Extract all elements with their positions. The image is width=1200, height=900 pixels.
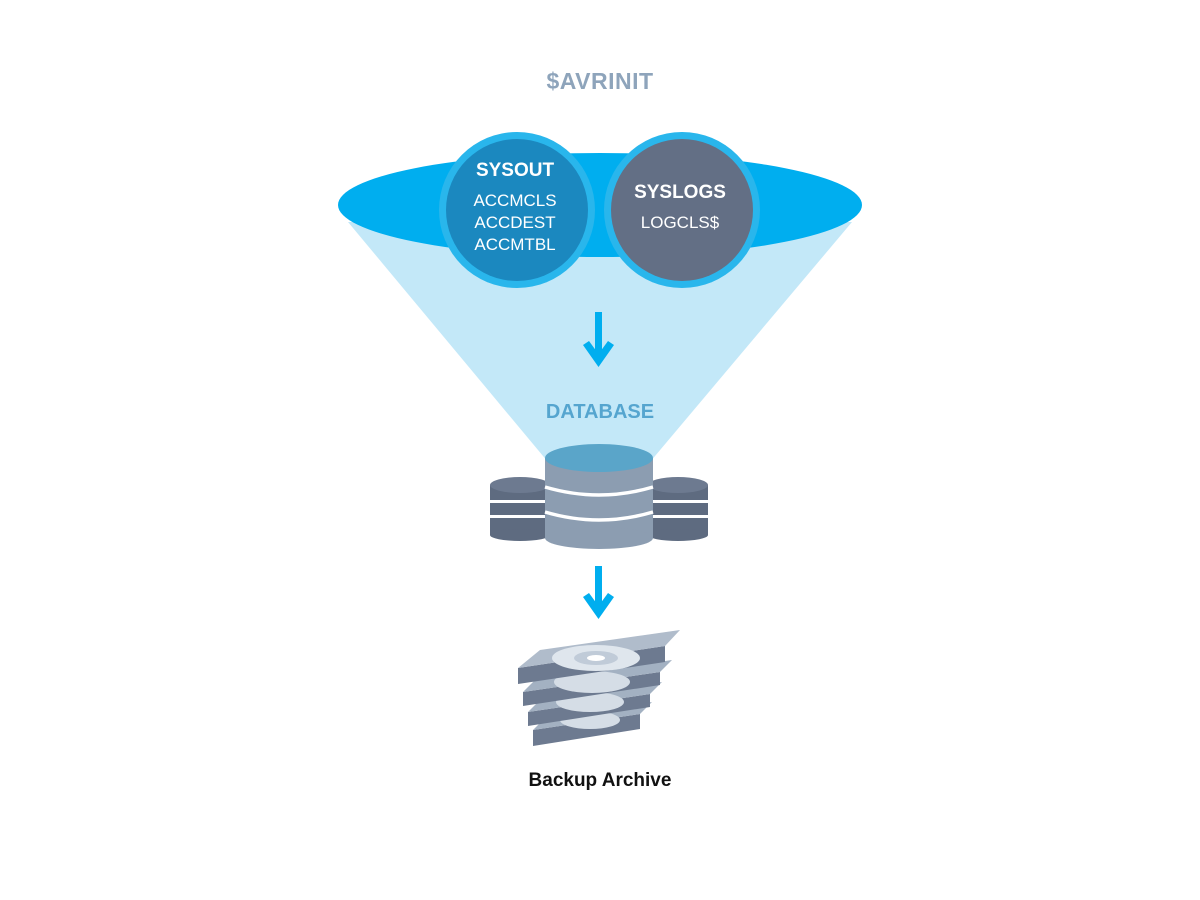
disk-stack-icon xyxy=(518,630,680,746)
main-database xyxy=(544,444,654,549)
side-database-right xyxy=(648,477,708,541)
page-title: $AVRINIT xyxy=(546,68,654,94)
database-label: DATABASE xyxy=(545,401,655,423)
sysout-title: SYSOUT xyxy=(475,160,555,181)
syslogs-title: SYSLOGS xyxy=(634,182,726,203)
sysout-circle xyxy=(439,132,595,288)
arrow-down-icon xyxy=(583,566,614,619)
collector-disc xyxy=(338,153,862,257)
list-item: LOGCLS$ xyxy=(640,213,720,232)
side-database-left xyxy=(490,477,550,541)
syslogs-circle xyxy=(604,132,760,288)
list-item: ACCMCLS xyxy=(473,191,557,210)
list-item: ACCMTBL xyxy=(474,235,556,254)
syslogs-item-list: LOGCLS$ xyxy=(605,212,755,234)
arrow-down-icon xyxy=(583,312,614,367)
sysout-item-list: ACCMCLS ACCDEST ACCMTBL xyxy=(440,190,590,256)
list-item: ACCDEST xyxy=(474,213,556,232)
database-icon xyxy=(490,444,708,549)
backup-archive-label: Backup Archive xyxy=(528,770,672,791)
